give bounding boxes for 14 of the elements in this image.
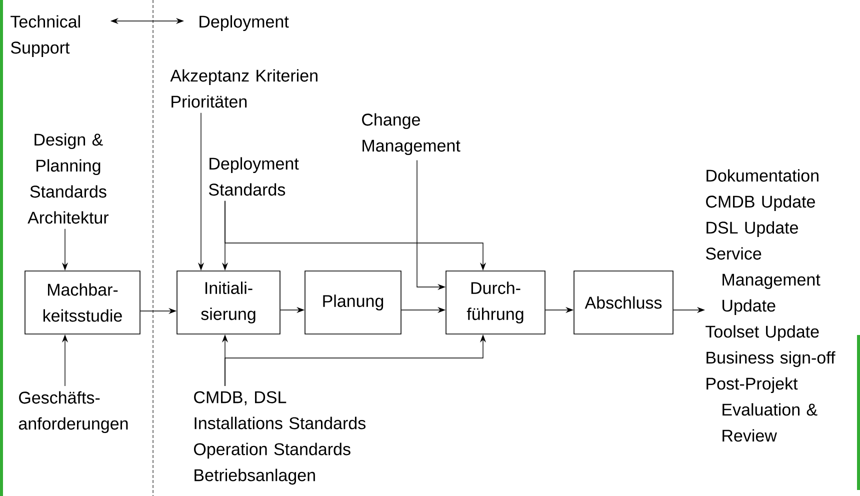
text-label: Geschäfts- anforderungen bbox=[18, 391, 128, 434]
process-box: Planung bbox=[304, 270, 402, 334]
text-list: Dokumentation CMDB Update DSL Update Service Management Update Toolset Update Business sign-off Post-Projekt Evaluation & Review bbox=[706, 169, 836, 442]
text-label: Deployment bbox=[200, 15, 289, 32]
text-label: Technical Support bbox=[10, 15, 80, 58]
process-box: Machbar- keitsstudie bbox=[24, 270, 140, 334]
text-label: Deployment Standards bbox=[208, 157, 299, 196]
process-box: Initiali- sierung bbox=[176, 270, 280, 334]
process-box: Durch- führung bbox=[446, 270, 546, 334]
text-label: Design & Planning Standards Architektur bbox=[28, 133, 109, 224]
text-label: Change Management bbox=[362, 113, 460, 156]
text-label: Akzeptanz Kriterien Prioritäten bbox=[170, 69, 318, 108]
text-list: CMDB, DSL Installations Standards Operation Standards Betriebsanlagen bbox=[194, 391, 366, 485]
process-box: Abschluss bbox=[574, 270, 674, 334]
